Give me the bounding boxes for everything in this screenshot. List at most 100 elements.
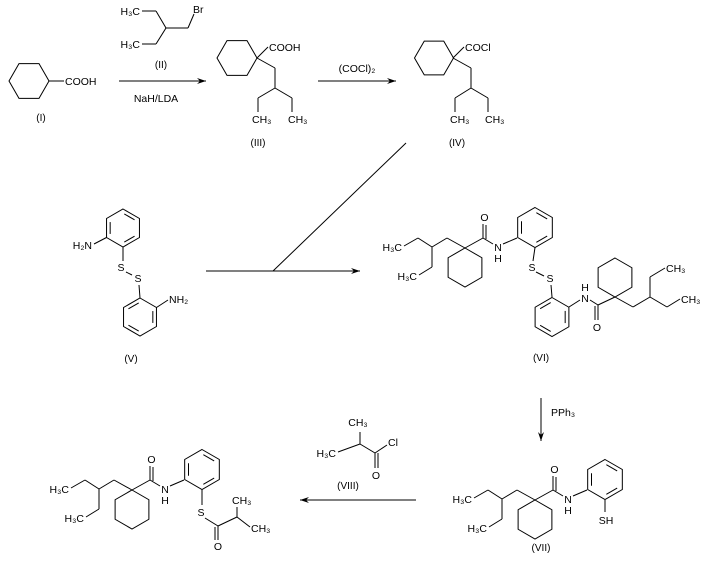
methyl-label: CH₃: [232, 495, 251, 507]
bond: [532, 247, 536, 262]
double-bond: [536, 212, 548, 220]
sulfur-label: S: [197, 507, 204, 519]
benzene-ring: [587, 458, 623, 501]
bond: [464, 237, 484, 249]
methyl-label: CH₃: [450, 114, 469, 126]
bond: [417, 237, 433, 248]
nitrogen-label: N: [161, 484, 169, 496]
bond: [156, 299, 169, 308]
bond: [113, 479, 133, 491]
reaction-arrow-5: [300, 497, 416, 503]
double-bond: [539, 324, 551, 332]
bond: [93, 237, 107, 245]
bond: [452, 57, 472, 69]
bond: [488, 518, 503, 528]
step-1: NaH/LDA: [119, 78, 206, 105]
double-bond: [128, 324, 139, 332]
step-4: PPh₃: [538, 398, 575, 441]
bond: [649, 267, 666, 278]
bond: [487, 489, 503, 500]
bond: [418, 266, 433, 276]
double-bond: [203, 477, 215, 485]
methyl-label: CH₃: [485, 114, 504, 126]
compound-label: (I): [36, 113, 45, 124]
reagent-label: NaH/LDA: [134, 93, 178, 105]
sulfur-label: S: [546, 273, 553, 285]
hydrogen-label: H: [494, 253, 502, 265]
bond: [550, 284, 553, 298]
bromine-label: Br: [193, 4, 204, 16]
compound-label: (VI): [533, 353, 549, 364]
bond: [155, 27, 167, 45]
benzene-ring: [534, 296, 570, 338]
methyl-label: CH₃: [252, 114, 271, 126]
cyclohexane-ring: [8, 63, 50, 99]
methyl-label: H₃C: [50, 484, 70, 496]
benzene-ring: [106, 208, 140, 248]
converging-line: [272, 142, 407, 272]
reaction-arrow-2: [318, 78, 396, 84]
double-bond: [203, 454, 215, 462]
cyclohexane-ring: [597, 257, 633, 298]
arrowhead-icon: [538, 432, 544, 441]
carboxyl-label: COOH: [269, 42, 301, 54]
double-bond: [606, 464, 618, 472]
bond: [454, 87, 472, 99]
oxygen-label: O: [372, 470, 380, 482]
methyl-label: H₃C: [65, 513, 85, 525]
cyclohexane-ring: [413, 40, 455, 76]
bond: [632, 296, 651, 308]
reaction-arrow-3: [206, 268, 360, 274]
bond: [403, 237, 419, 247]
hydrogen-label: H: [161, 495, 169, 507]
bond: [217, 516, 238, 527]
oxygen-label: O: [147, 454, 155, 466]
double-bond: [128, 302, 139, 310]
bond: [256, 46, 269, 59]
compound-label: (VII): [532, 543, 551, 554]
sulfur-label: S: [528, 262, 535, 274]
bond: [501, 489, 518, 500]
bond: [572, 489, 588, 497]
bond: [125, 271, 133, 276]
bond: [70, 479, 86, 489]
sulfur-label: S: [117, 262, 124, 274]
bond: [337, 443, 361, 453]
bond: [597, 296, 616, 306]
acyl-chloride-label: COCl: [465, 42, 491, 54]
bond: [359, 443, 376, 454]
methyl-label: CH₃: [666, 263, 685, 275]
oxygen-label: O: [593, 322, 601, 334]
reaction-arrow-4: [538, 398, 544, 441]
arrowhead-icon: [197, 78, 206, 84]
methyl-label: H₃C: [121, 39, 141, 51]
sulfur-label: S: [134, 273, 141, 285]
step-2: (COCl)₂: [318, 63, 396, 84]
bond: [431, 237, 448, 248]
cyclohexane-ring: [216, 40, 258, 76]
methyl-label: CH₃: [681, 294, 700, 306]
oxygen-label: O: [550, 464, 558, 476]
bond: [149, 479, 161, 487]
double-bond: [124, 235, 135, 243]
bond: [155, 10, 167, 29]
bond: [534, 489, 554, 501]
hydrogen-label: H: [581, 282, 589, 294]
double-bond: [124, 213, 135, 221]
bond: [649, 296, 668, 308]
bond: [516, 489, 536, 501]
double-bond: [536, 235, 548, 243]
reaction-arrow-1: [119, 78, 206, 84]
benzene-ring: [123, 297, 157, 337]
arrowhead-icon: [387, 78, 396, 84]
methyl-label: H₃C: [383, 242, 403, 254]
compound-label: (VIII): [337, 481, 359, 492]
bond: [204, 517, 219, 527]
bond: [535, 271, 545, 277]
